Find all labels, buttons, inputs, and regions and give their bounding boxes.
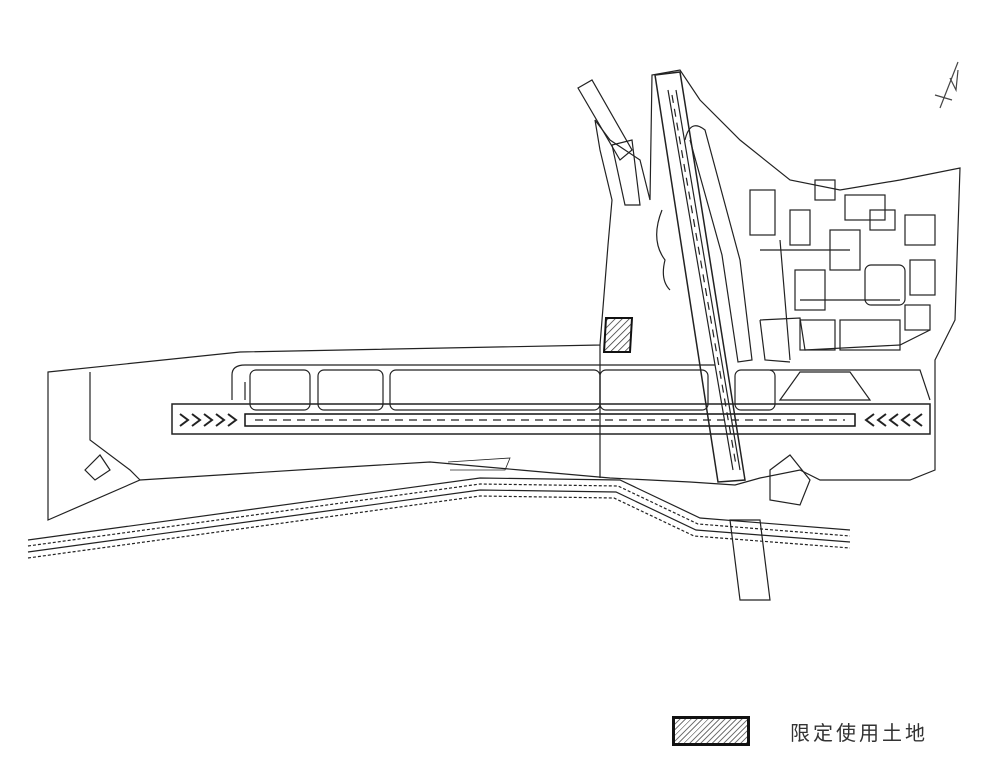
terminal-buildings	[749, 179, 936, 363]
legend: 限定使用土地	[672, 716, 928, 746]
north-arrow-icon	[934, 61, 959, 109]
airport-boundary	[47, 69, 961, 521]
hatched-pattern-swatch	[672, 716, 750, 746]
railway	[27, 477, 851, 559]
main-runway	[171, 403, 931, 435]
legend-label: 限定使用土地	[790, 720, 928, 745]
limited-use-land-area	[602, 317, 634, 353]
cross-runway	[654, 71, 746, 483]
parallel-taxiway	[231, 364, 931, 401]
